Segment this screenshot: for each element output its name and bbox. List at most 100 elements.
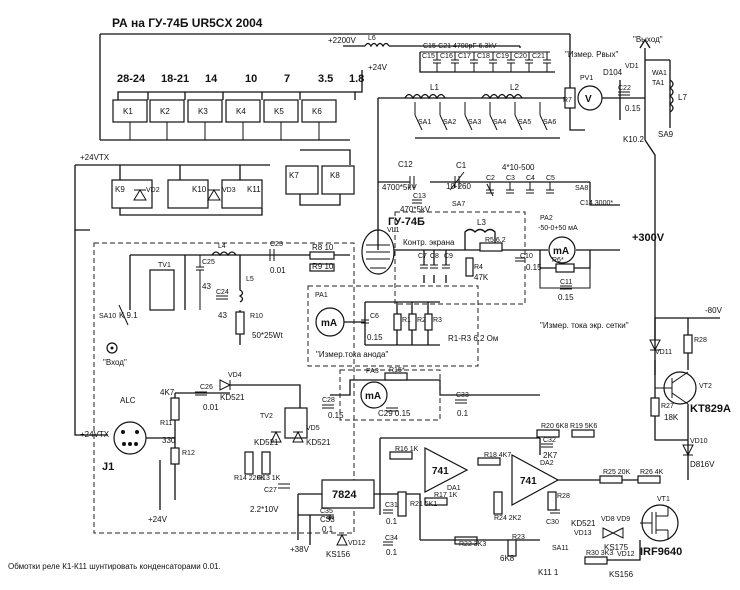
diode-vd3 bbox=[207, 189, 221, 201]
switch-sa8-label: SA8 bbox=[575, 185, 588, 192]
inductor-l3-label: L3 bbox=[477, 218, 486, 227]
inductor-l1-label: L1 bbox=[430, 83, 439, 92]
band-14: 14 bbox=[205, 73, 218, 85]
relay-k11-label: K11 bbox=[247, 185, 261, 194]
c16-label: C16 bbox=[440, 53, 453, 60]
c14-label: C14 3000* bbox=[580, 200, 613, 207]
pa3-label: PA3 bbox=[366, 368, 379, 375]
diode-vd11 bbox=[649, 339, 661, 352]
switch-sa7-label: SA7 bbox=[452, 201, 465, 208]
c26-label: C26 bbox=[200, 384, 213, 391]
c30-label: C30 bbox=[546, 519, 559, 526]
resistor-r16 bbox=[389, 451, 413, 460]
r1-label: R1 bbox=[402, 317, 411, 324]
r2-label: R2 bbox=[417, 317, 426, 324]
r22-label: R22 3K3 bbox=[459, 541, 486, 548]
band-7: 7 bbox=[284, 73, 290, 85]
alc-label: ALC bbox=[120, 396, 136, 405]
output-section: "Измер. Рвых" "Выход" R7 V PV1 D104 VD1 … bbox=[550, 35, 687, 400]
r14-label: R14 220K bbox=[234, 475, 265, 482]
resistor-r15 bbox=[384, 372, 408, 381]
vd4-type: KD521 bbox=[220, 393, 245, 402]
resistor-r12 bbox=[170, 447, 180, 465]
switch-sa10-label: SA10 bbox=[99, 313, 116, 320]
resistor-r20 bbox=[536, 429, 560, 438]
transformer-tv2 bbox=[284, 407, 308, 439]
vd10-label: VD10 bbox=[690, 438, 708, 445]
c2-label: C2 bbox=[486, 175, 495, 182]
ammeter-pa3 bbox=[360, 381, 388, 409]
opamp-section: 741 DA1 741 DA2 R16 1K R18 4K7 R17 1K R2… bbox=[379, 423, 664, 577]
schematic-title: РА на ГУ-74Б UR5CX 2004 bbox=[112, 16, 263, 30]
c23-label: C23 bbox=[270, 241, 283, 248]
screen-grid-circuit: Контр. экрана C7 C8 C9 L3 R5 6.2 R4 47K … bbox=[394, 211, 665, 330]
resistor-r4 bbox=[465, 257, 474, 277]
relay-k9 bbox=[111, 179, 153, 209]
resistor-r21 bbox=[397, 491, 407, 517]
r12-label: R12 bbox=[182, 450, 195, 457]
relay-k10-2-label: K10.2 bbox=[623, 135, 644, 144]
relay-k8 bbox=[321, 165, 355, 195]
r4-label: R4 bbox=[474, 264, 483, 271]
rx-tx-24v-label-left: +24VTX bbox=[80, 430, 110, 439]
inductor-l4-label: L4 bbox=[218, 243, 226, 250]
vd12-label: VD12 bbox=[348, 540, 366, 547]
r23-value: 6K8 bbox=[500, 554, 515, 563]
supply-neg80v: -80V bbox=[705, 306, 723, 315]
r25-label: R25 20K bbox=[603, 469, 631, 476]
resistor-r25 bbox=[599, 475, 623, 484]
trimmer-r23 bbox=[507, 539, 517, 557]
relay-k4-label: K4 bbox=[236, 107, 246, 116]
c6-value: 0.15 bbox=[367, 333, 383, 342]
c22-value: 0.15 bbox=[625, 104, 641, 113]
pa2-label: PA2 bbox=[540, 215, 553, 222]
footer-note: Обмотки реле К1-К11 шунтировать конденса… bbox=[8, 562, 221, 571]
relay-k2-label: K2 bbox=[160, 107, 170, 116]
c11-label: C11 bbox=[560, 279, 572, 286]
relay-k8-label: K8 bbox=[330, 171, 340, 180]
tv2-label: TV2 bbox=[260, 413, 273, 420]
cap-bank-label: C15-C21 4700pF 6.3kV bbox=[423, 43, 497, 50]
resistor-r19 bbox=[571, 429, 595, 438]
relay-k5-label: K5 bbox=[274, 107, 284, 116]
vd8-vd9-label: VD8 VD9 bbox=[601, 516, 630, 523]
r24-label: R24 2K2 bbox=[494, 515, 521, 522]
vd6-type: KD521 bbox=[306, 438, 331, 447]
r20-label: R20 6K8 bbox=[541, 423, 568, 430]
pa2-range: -50-0+50 мА bbox=[538, 225, 578, 232]
switch-sa4-label: SA4 bbox=[493, 119, 506, 126]
c34-label: C34 bbox=[385, 535, 398, 542]
supply-24v-bottom: +24V bbox=[148, 515, 168, 524]
resistor-r14 bbox=[244, 451, 254, 475]
c33-left-value: 0.1 bbox=[322, 525, 334, 534]
input-label: "Вход" bbox=[103, 358, 127, 367]
r10-label: R10 bbox=[250, 313, 263, 320]
pv1-label: PV1 bbox=[580, 75, 593, 82]
switch-sa1-label: SA1 bbox=[418, 119, 431, 126]
c7-label: C7 bbox=[418, 253, 427, 260]
switch-sa6-label: SA6 bbox=[543, 119, 556, 126]
resistor-r1 bbox=[393, 313, 402, 331]
c31-value: 0.1 bbox=[386, 517, 398, 526]
band-1-8: 1.8 bbox=[349, 73, 364, 85]
output-connector-label: "Выход" bbox=[633, 35, 663, 44]
c24-value: 43 bbox=[218, 311, 227, 320]
d104-label: D104 bbox=[603, 68, 623, 77]
r27-label: R27 bbox=[661, 403, 674, 410]
c26-value: 0.01 bbox=[203, 403, 219, 412]
c13-value: 470*5kV bbox=[400, 205, 431, 214]
c18-label: C18 bbox=[477, 53, 490, 60]
c17-label: C17 bbox=[458, 53, 471, 60]
c2-c5-value: 4*10-500 bbox=[502, 163, 535, 172]
c22-label: C22 bbox=[618, 85, 631, 92]
zener-vd bbox=[336, 533, 348, 546]
resistor-r10 bbox=[235, 311, 245, 335]
r7-label: R7 bbox=[563, 97, 572, 104]
c27-value: 2.2*10V bbox=[250, 505, 279, 514]
inductor-l7-label: L7 bbox=[678, 93, 687, 102]
ks175-label: KS175 bbox=[604, 543, 629, 552]
resistor-r27 bbox=[650, 397, 660, 417]
c12-value: 4700*5kV bbox=[382, 183, 417, 192]
c10-label: C10 bbox=[520, 253, 533, 260]
c32-value: 2K7 bbox=[543, 451, 558, 460]
